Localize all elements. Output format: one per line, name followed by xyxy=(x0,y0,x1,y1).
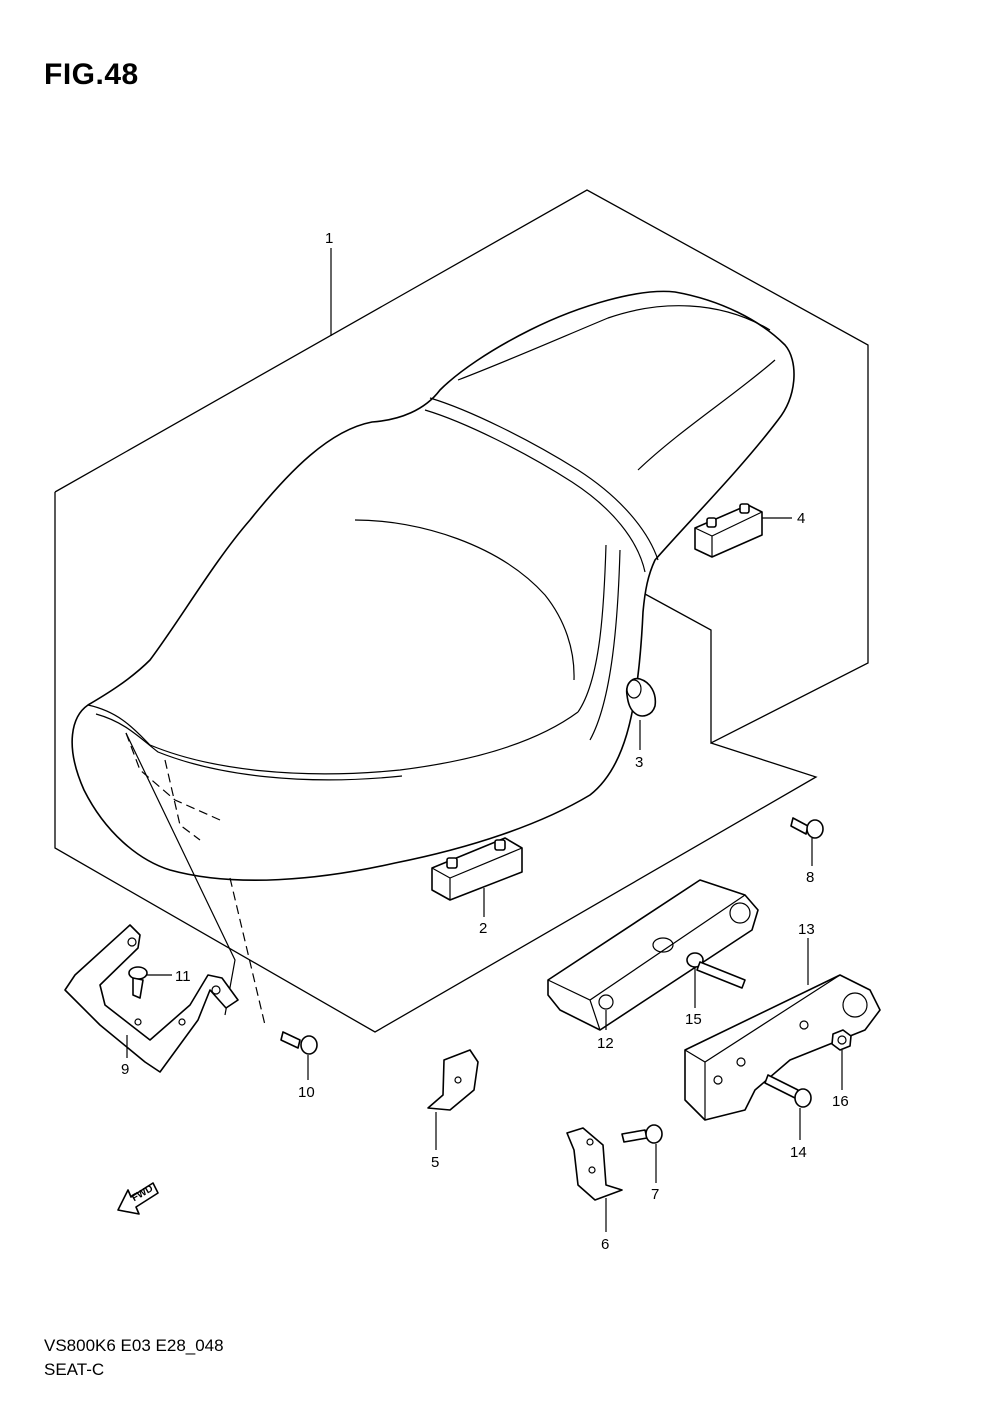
model-code: VS800K6 E03 E28_048 xyxy=(44,1336,224,1355)
callout-11: 11 xyxy=(175,968,191,985)
callout-6: 6 xyxy=(601,1236,609,1253)
clip-6[interactable] xyxy=(566,1127,623,1201)
rubber-block-2[interactable] xyxy=(431,837,523,901)
callout-2: 2 xyxy=(479,920,487,937)
callout-14: 14 xyxy=(790,1144,807,1161)
bolt-8[interactable] xyxy=(790,817,824,839)
bolt-11[interactable] xyxy=(128,966,148,999)
rubber-block-4[interactable] xyxy=(694,503,763,558)
hidden-hook-line xyxy=(125,732,221,821)
callout-16: 16 xyxy=(832,1093,849,1110)
hinge-bracket-9[interactable] xyxy=(64,924,239,1073)
bolt-7[interactable] xyxy=(621,1124,663,1144)
callout-15: 15 xyxy=(685,1011,702,1028)
bolt-10[interactable] xyxy=(280,1031,318,1055)
callout-4: 4 xyxy=(797,510,805,527)
bolt-15[interactable] xyxy=(686,952,746,989)
callout-8: 8 xyxy=(806,869,814,886)
cushion-3[interactable] xyxy=(625,677,657,717)
figure-name: SEAT-C xyxy=(44,1360,105,1379)
kit-frame xyxy=(54,189,869,1033)
callout-13: 13 xyxy=(798,921,815,938)
callout-1: 1 xyxy=(325,230,333,247)
nut-16[interactable] xyxy=(831,1029,852,1051)
rear-bracket-13[interactable] xyxy=(684,974,881,1121)
seat[interactable] xyxy=(71,290,795,881)
callout-10: 10 xyxy=(298,1084,315,1101)
bolt-14[interactable] xyxy=(764,1074,812,1108)
callout-5: 5 xyxy=(431,1154,439,1171)
clip-5[interactable] xyxy=(427,1049,479,1111)
seat-rail-12[interactable] xyxy=(547,879,759,1031)
forward-direction-arrow: FWD xyxy=(117,1182,159,1215)
callout-3: 3 xyxy=(635,754,643,771)
callout-12: 12 xyxy=(597,1035,614,1052)
figure-title: FIG.48 xyxy=(44,58,139,91)
callout-7: 7 xyxy=(651,1186,659,1203)
callout-9: 9 xyxy=(121,1061,129,1078)
